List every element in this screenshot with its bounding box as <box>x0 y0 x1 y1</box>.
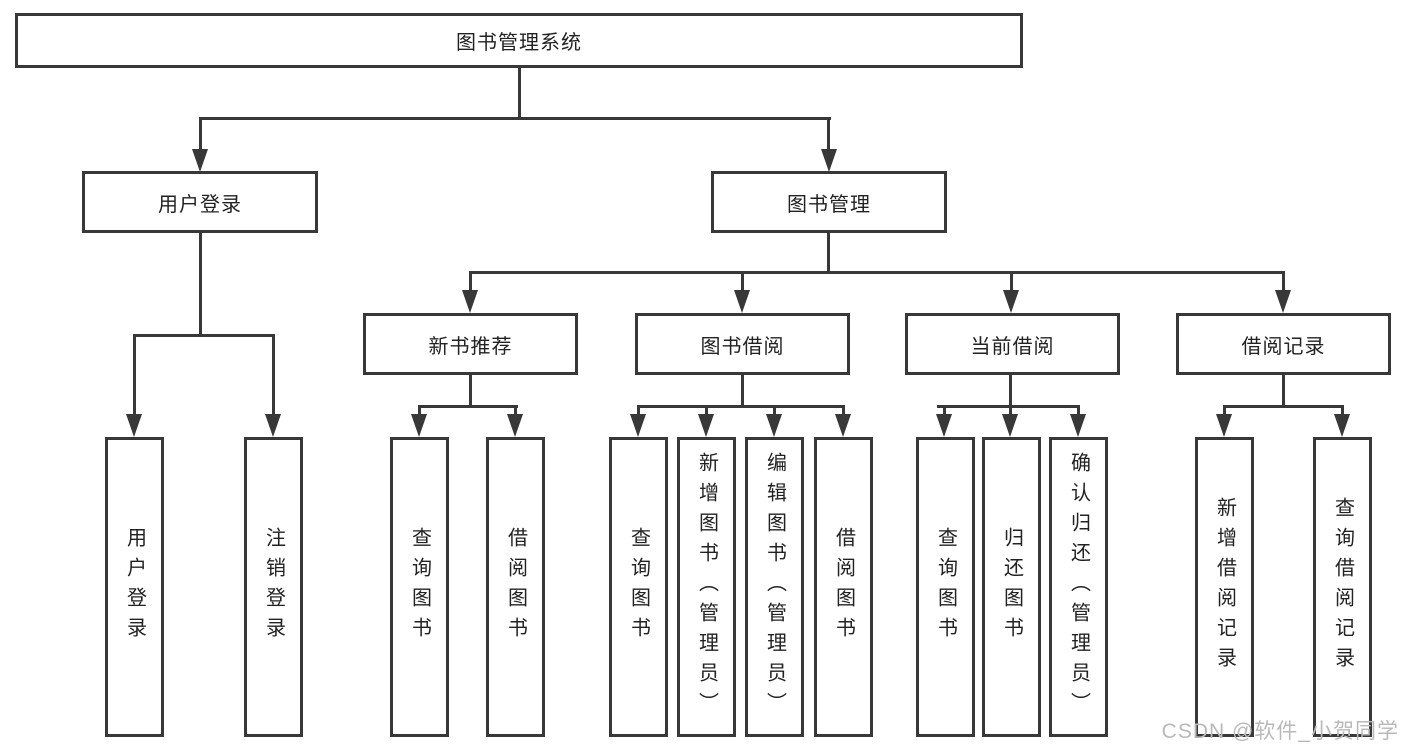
connector-line <box>1009 405 1012 418</box>
arrow-down-icon <box>1334 414 1350 437</box>
connector-line <box>1282 375 1285 408</box>
node-label: 确认归还（管理员） <box>1067 452 1090 722</box>
connector-line <box>133 334 136 417</box>
node-new-book-recommend: 新书推荐 <box>363 313 578 375</box>
connector-line <box>637 405 845 408</box>
leaf-bb-edit-books-admin: 编辑图书（管理员） <box>745 437 804 737</box>
node-label: 查询图书 <box>627 527 650 647</box>
node-label: 查询图书 <box>934 527 957 647</box>
arrow-down-icon <box>835 414 851 437</box>
connector-line <box>418 405 518 408</box>
node-user-login: 用户登录 <box>82 171 318 233</box>
connector-line <box>773 405 776 418</box>
connector-line <box>827 117 830 152</box>
connector-line <box>518 68 521 120</box>
node-book-management: 图书管理 <box>711 171 947 233</box>
connector-line <box>741 375 744 408</box>
connector-line <box>133 334 275 337</box>
node-label: 图书借阅 <box>700 335 785 358</box>
leaf-user-login: 用户登录 <box>105 437 164 737</box>
connector-line <box>937 405 1080 408</box>
leaf-nb-borrow-books: 借阅图书 <box>486 437 545 737</box>
arrow-down-icon <box>1070 414 1086 437</box>
connector-line <box>637 405 640 418</box>
node-label: 当前借阅 <box>970 335 1055 358</box>
connector-line <box>842 405 845 418</box>
arrow-down-icon <box>1275 290 1291 313</box>
node-label: 借阅图书 <box>504 527 527 647</box>
connector-line <box>272 334 275 417</box>
arrow-down-icon <box>936 414 952 437</box>
connector-line <box>199 117 202 152</box>
arrow-down-icon <box>265 414 281 437</box>
connector-line <box>943 405 946 418</box>
node-label: 图书管理系统 <box>456 32 582 54</box>
connector-line <box>514 405 517 418</box>
connector-line <box>469 271 472 293</box>
connector-line <box>469 375 472 408</box>
connector-line <box>1010 271 1013 293</box>
connector-line <box>1223 405 1226 418</box>
node-label: 查询图书 <box>408 527 431 647</box>
arrow-down-icon <box>821 149 837 172</box>
connector-line <box>1223 405 1344 408</box>
node-label: 借阅记录 <box>1241 335 1326 358</box>
watermark: CSDN @软件_小贺同学 <box>1161 720 1399 743</box>
connector-line <box>741 271 744 293</box>
node-label: 借阅图书 <box>832 527 855 647</box>
leaf-br-add-borrow-record: 新增借阅记录 <box>1195 437 1254 737</box>
node-book-borrowing: 图书借阅 <box>635 313 850 375</box>
node-label: 用户登录 <box>123 527 146 647</box>
node-label: 注销登录 <box>262 527 285 647</box>
connector-line <box>827 233 830 274</box>
arrow-down-icon <box>1002 414 1018 437</box>
leaf-bb-add-books-admin: 新增图书（管理员） <box>677 437 736 737</box>
arrow-down-icon <box>192 149 208 172</box>
arrow-down-icon <box>411 414 427 437</box>
node-root: 图书管理系统 <box>15 13 1023 68</box>
connector-line <box>418 405 421 418</box>
leaf-cb-return-books: 归还图书 <box>982 437 1041 737</box>
node-label: 查询借阅记录 <box>1331 497 1354 677</box>
node-label: 新书推荐 <box>428 335 513 358</box>
arrow-down-icon <box>126 414 142 437</box>
leaf-cb-query-books: 查询图书 <box>916 437 975 737</box>
arrow-down-icon <box>1003 290 1019 313</box>
arrow-down-icon <box>766 414 782 437</box>
connector-line <box>1282 271 1285 293</box>
leaf-bb-query-books: 查询图书 <box>609 437 668 737</box>
leaf-bb-borrow-books: 借阅图书 <box>814 437 873 737</box>
node-label: 用户登录 <box>158 193 242 216</box>
connector-line <box>1341 405 1344 418</box>
node-borrowing-records: 借阅记录 <box>1176 313 1391 375</box>
node-label: 编辑图书（管理员） <box>763 452 786 722</box>
arrow-down-icon <box>1216 414 1232 437</box>
node-current-borrowing: 当前借阅 <box>905 313 1120 375</box>
leaf-cb-confirm-return-admin: 确认归还（管理员） <box>1049 437 1108 737</box>
arrow-down-icon <box>507 414 523 437</box>
arrow-down-icon <box>630 414 646 437</box>
connector-line <box>1077 405 1080 418</box>
connector-line <box>199 117 831 120</box>
connector-line <box>199 233 202 337</box>
leaf-br-query-borrow-record: 查询借阅记录 <box>1313 437 1372 737</box>
connector-line <box>1009 375 1012 408</box>
arrow-down-icon <box>734 290 750 313</box>
arrow-down-icon <box>462 290 478 313</box>
connector-line <box>469 271 1285 274</box>
node-label: 图书管理 <box>787 193 871 216</box>
leaf-logout: 注销登录 <box>244 437 303 737</box>
node-label: 新增图书（管理员） <box>695 452 718 722</box>
leaf-nb-query-books: 查询图书 <box>390 437 449 737</box>
node-label: 新增借阅记录 <box>1213 497 1236 677</box>
connector-line <box>705 405 708 418</box>
arrow-down-icon <box>698 414 714 437</box>
node-label: 归还图书 <box>1000 527 1023 647</box>
